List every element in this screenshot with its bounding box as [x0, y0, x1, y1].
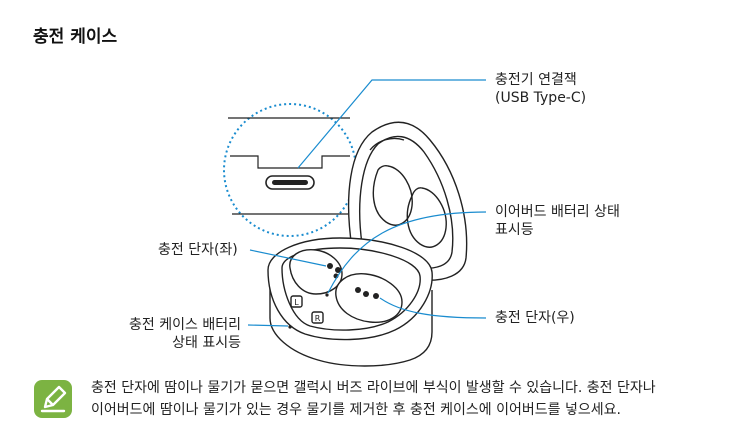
pencil-note-icon [34, 380, 72, 418]
case-mark-right: R [315, 314, 321, 323]
page-title: 충전 케이스 [33, 27, 118, 47]
note-text: 충전 단자에 땀이나 물기가 묻으면 갤럭시 버즈 라이브에 부식이 발생할 수… [91, 380, 656, 418]
connector-label: 충전기 연결잭 (USB Type-C) [495, 72, 587, 106]
connector-magnifier [223, 103, 357, 237]
contact-right-label: 충전 단자(우) [495, 310, 575, 326]
contact-left-label: 충전 단자(좌) [158, 242, 238, 258]
case-indicator-led [288, 325, 292, 329]
case-indicator-label: 충전 케이스 배터리 상태 표시등 [129, 317, 241, 351]
charging-contacts [327, 263, 379, 299]
earbud-indicator-label: 이어버드 배터리 상태 표시등 [495, 204, 620, 238]
leader-lines [247, 79, 487, 327]
case-mark-left: L [294, 298, 299, 307]
case-base [267, 237, 433, 367]
earbud-indicator-led [325, 293, 329, 297]
